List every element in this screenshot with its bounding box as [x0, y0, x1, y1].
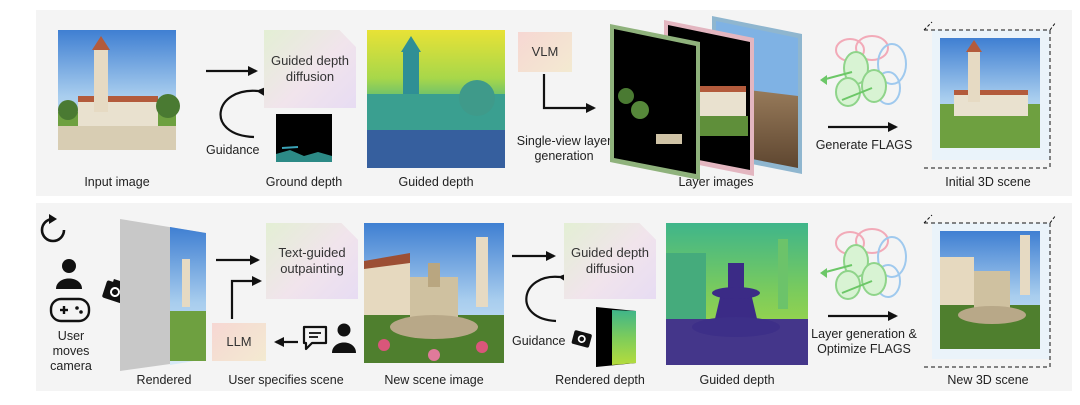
flags-gaussians-icon [820, 35, 907, 107]
rendered-depth-image [596, 307, 636, 367]
small-camera-icon [571, 330, 592, 348]
elbow-arrow-icon [542, 74, 596, 113]
guided-depth-image [666, 223, 808, 365]
text-guided-outpainting-label: Text-guided outpainting [278, 245, 346, 276]
llm-box: LLM [212, 323, 266, 361]
ground-depth-image [276, 114, 332, 162]
guided-depth-diffusion-box: Guided depth diffusion [564, 223, 656, 299]
vlm-box: VLM [518, 32, 572, 72]
top-pipeline-panel: Input image Guidance Guided depth diffus… [36, 10, 1072, 196]
initial-3d-scene [923, 21, 1057, 169]
guided-depth-caption: Guided depth [699, 373, 775, 387]
arrow-right-icon [512, 251, 556, 261]
guided-depth-image [367, 30, 505, 168]
gamepad-icon [49, 297, 91, 323]
vlm-label: VLM [531, 44, 559, 59]
new-scene-image-caption: New scene image [384, 373, 484, 387]
arrow-right-icon [216, 255, 260, 265]
generate-flags-label: Generate FLAGS [815, 138, 913, 152]
input-image-caption: Input image [84, 175, 150, 189]
layer-generation-label: Layer generation & Optimize FLAGS [811, 327, 917, 356]
layer-image-foreground [610, 24, 700, 180]
initial-scene-caption: Initial 3D scene [945, 175, 1031, 189]
guided-depth-diffusion-label: Guided depth diffusion [270, 53, 350, 84]
chat-bubble-icon [302, 325, 328, 351]
guided-depth-diffusion-box: Guided depth diffusion [264, 30, 356, 108]
llm-label: LLM [226, 334, 252, 349]
text-guided-outpainting-box: Text-guided outpainting [266, 223, 358, 299]
guided-depth-caption: Guided depth [398, 175, 474, 189]
user-speaker-icon [332, 323, 356, 353]
elbow-up-arrow-icon [230, 276, 262, 319]
input-image [58, 30, 180, 150]
single-view-label: Single-view layer generation [516, 134, 612, 163]
guidance-curved-arrow-icon [525, 272, 569, 323]
arrow-right-icon [828, 122, 898, 132]
guidance-curved-arrow-icon [219, 86, 267, 139]
rotate-icon [40, 214, 66, 243]
rendered-caption: Rendered [136, 373, 192, 387]
layer-images-caption: Layer images [678, 175, 754, 189]
guided-depth-diffusion-label: Guided depth diffusion [570, 245, 650, 276]
new-scene-image [364, 223, 504, 363]
user-specifies-caption: User specifies scene [228, 373, 344, 387]
guidance-label: Guidance [206, 143, 260, 157]
new-scene-caption: New 3D scene [947, 373, 1029, 387]
rendered-image [120, 219, 206, 371]
arrow-right-icon [206, 66, 258, 76]
arrow-right-icon [828, 311, 898, 321]
flags-gaussians-icon [820, 228, 907, 300]
rendered-depth-caption: Rendered depth [555, 373, 645, 387]
arrow-left-icon [274, 337, 298, 347]
bottom-pipeline-panel: User moves camera Rendered Text-guided o… [36, 203, 1072, 391]
guidance-label: Guidance [512, 334, 566, 348]
layer-images [608, 16, 808, 180]
ground-depth-caption: Ground depth [265, 175, 343, 189]
user-moves-camera-label: User moves camera [50, 329, 92, 373]
new-3d-scene [923, 214, 1057, 368]
user-icon [56, 259, 82, 289]
